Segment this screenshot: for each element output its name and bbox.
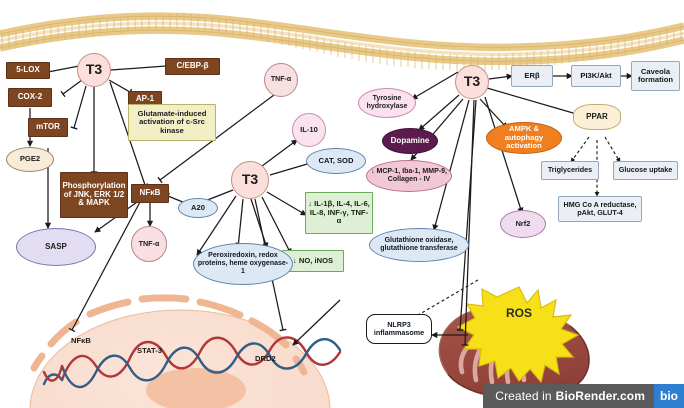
node-t3-right[interactable]: T3: [455, 65, 489, 99]
node-glucose-uptake[interactable]: Glucose uptake: [613, 161, 678, 180]
connector-nlrp3-inhibition: [410, 279, 479, 321]
node-a20[interactable]: A20: [178, 198, 218, 218]
node-glutamate-csrc-label: Glutamate-induced activation of c-Src ki…: [137, 108, 207, 135]
node-phosphorylation-label: Phosphorylation of JNK, ERK 1/2 & MAPK: [62, 180, 126, 208]
node-t3-right-label: T3: [463, 73, 481, 90]
node-tnfa-upper[interactable]: TNF-α: [264, 63, 298, 97]
node-t3-middle[interactable]: T3: [231, 161, 269, 199]
node-ampk-autophagy-label: AMPK & autophagy activation: [504, 124, 544, 151]
node-nfkb[interactable]: NFκB: [131, 184, 169, 203]
node-nrf2-label: Nrf2: [515, 218, 531, 228]
node-dopamine-label: Dopamine: [390, 135, 430, 145]
biorender-watermark: Created in BioRender.com bio: [483, 384, 684, 408]
node-cebp-beta[interactable]: C/EBP-β: [165, 58, 220, 75]
plasma-membrane-icon: [0, 12, 684, 71]
node-ppar[interactable]: PPAR: [573, 104, 621, 130]
node-glucose-uptake-label: Glucose uptake: [618, 165, 673, 175]
node-mtor[interactable]: mTOR: [28, 118, 68, 137]
node-glutathione-label: Glutathione oxidase, glutathione transfe…: [380, 237, 458, 252]
node-5lox[interactable]: 5-LOX: [6, 62, 50, 79]
node-nlrp3-inflammasome[interactable]: NLRP3 inflammasome: [366, 314, 432, 344]
node-dopamine[interactable]: Dopamine: [382, 128, 438, 154]
node-mcp1-panel[interactable]: ↓ MCP-1, Iba-1, MMP-9, Collagen - IV: [366, 160, 452, 192]
node-sasp[interactable]: SASP: [16, 228, 96, 266]
node-cytokine-panel-label: ↓ IL-1β, IL-4, IL-6, IL-8, INF-γ, TNF-α: [308, 199, 370, 226]
node-nfkb-label: NFκB: [139, 188, 161, 198]
connector-drd2: [292, 299, 341, 346]
node-pge2[interactable]: PGE2: [6, 147, 54, 172]
node-triglycerides[interactable]: Triglycerides: [541, 161, 599, 180]
node-mcp1-panel-label: ↓ MCP-1, Iba-1, MMP-9, Collagen - IV: [371, 168, 447, 183]
node-il10-label: IL-10: [300, 124, 318, 134]
node-cat-sod[interactable]: CAT, SOD: [306, 148, 366, 174]
node-hmg-coa-label: HMG Co A reductase, pAkt, GLUT-4: [563, 199, 637, 217]
watermark-text: Created in BioRender.com: [483, 384, 654, 408]
node-5lox-label: 5-LOX: [16, 65, 40, 75]
node-peroxiredoxin[interactable]: Peroxiredoxin, redox proteins, heme oxyg…: [193, 243, 293, 285]
node-cytokine-panel[interactable]: ↓ IL-1β, IL-4, IL-6, IL-8, INF-γ, TNF-α: [305, 192, 373, 234]
node-no-inos-label: ↓ NO, iNOS: [292, 255, 334, 265]
node-nlrp3-inflammasome-label: NLRP3 inflammasome: [373, 319, 425, 337]
watermark-brand: BioRender.com: [555, 389, 645, 403]
node-ppar-label: PPAR: [586, 111, 608, 121]
node-t3-left[interactable]: T3: [77, 53, 111, 87]
node-tyrosine-hydroxylase-label: Tyrosine hydroxylase: [366, 95, 408, 110]
node-triglycerides-label: Triglycerides: [547, 165, 593, 175]
connector-lines: [26, 62, 633, 346]
node-ampk-autophagy[interactable]: AMPK & autophagy activation: [486, 122, 562, 154]
gene-label-stat3: STAT-3: [137, 346, 163, 355]
node-tnfa-lower-label: TNF-α: [138, 238, 160, 248]
node-cat-sod-label: CAT, SOD: [318, 155, 354, 165]
node-mtor-label: mTOR: [36, 122, 60, 132]
node-t3-middle-label: T3: [241, 171, 259, 188]
node-er-beta-label: ERβ: [524, 70, 540, 80]
node-er-beta[interactable]: ERβ: [511, 65, 553, 87]
node-ap1-label: AP-1: [135, 94, 155, 104]
watermark-prefix: Created in: [495, 389, 552, 403]
node-pi3k-akt[interactable]: PI3K/Akt: [571, 65, 621, 87]
node-peroxiredoxin-label: Peroxiredoxin, redox proteins, heme oxyg…: [197, 252, 289, 275]
node-glutathione[interactable]: Glutathione oxidase, glutathione transfe…: [369, 228, 469, 262]
node-cox2-label: COX-2: [17, 92, 43, 102]
node-caveola-formation-label: Caveola formation: [637, 66, 673, 84]
node-sasp-label: SASP: [45, 241, 67, 251]
node-ros-label: ROS: [505, 306, 532, 320]
gene-label-drd2: DRD2: [255, 354, 276, 363]
node-a20-label: A20: [191, 202, 205, 212]
node-pi3k-akt-label: PI3K/Akt: [580, 70, 612, 80]
node-cebp-beta-label: C/EBP-β: [176, 61, 209, 71]
node-tnfa-upper-label: TNF-α: [270, 76, 292, 84]
node-cox2[interactable]: COX-2: [8, 88, 52, 107]
watermark-badge: bio: [654, 384, 684, 408]
node-nrf2[interactable]: Nrf2: [500, 210, 546, 238]
node-tyrosine-hydroxylase[interactable]: Tyrosine hydroxylase: [358, 88, 416, 118]
node-pge2-label: PGE2: [19, 154, 41, 164]
node-t3-left-label: T3: [85, 61, 103, 78]
node-caveola-formation[interactable]: Caveola formation: [631, 61, 680, 91]
node-glutamate-csrc[interactable]: Glutamate-induced activation of c-Src ki…: [128, 104, 216, 141]
node-hmg-coa[interactable]: HMG Co A reductase, pAkt, GLUT-4: [558, 196, 642, 222]
nucleus-icon: [29, 294, 342, 408]
gene-label-nfkb: NFκB: [71, 336, 91, 345]
node-tnfa-lower[interactable]: TNF-α: [131, 226, 167, 262]
node-phosphorylation[interactable]: Phosphorylation of JNK, ERK 1/2 & MAPK: [60, 172, 128, 218]
ros-starburst-icon: [456, 286, 580, 384]
node-il10[interactable]: IL-10: [292, 113, 326, 147]
